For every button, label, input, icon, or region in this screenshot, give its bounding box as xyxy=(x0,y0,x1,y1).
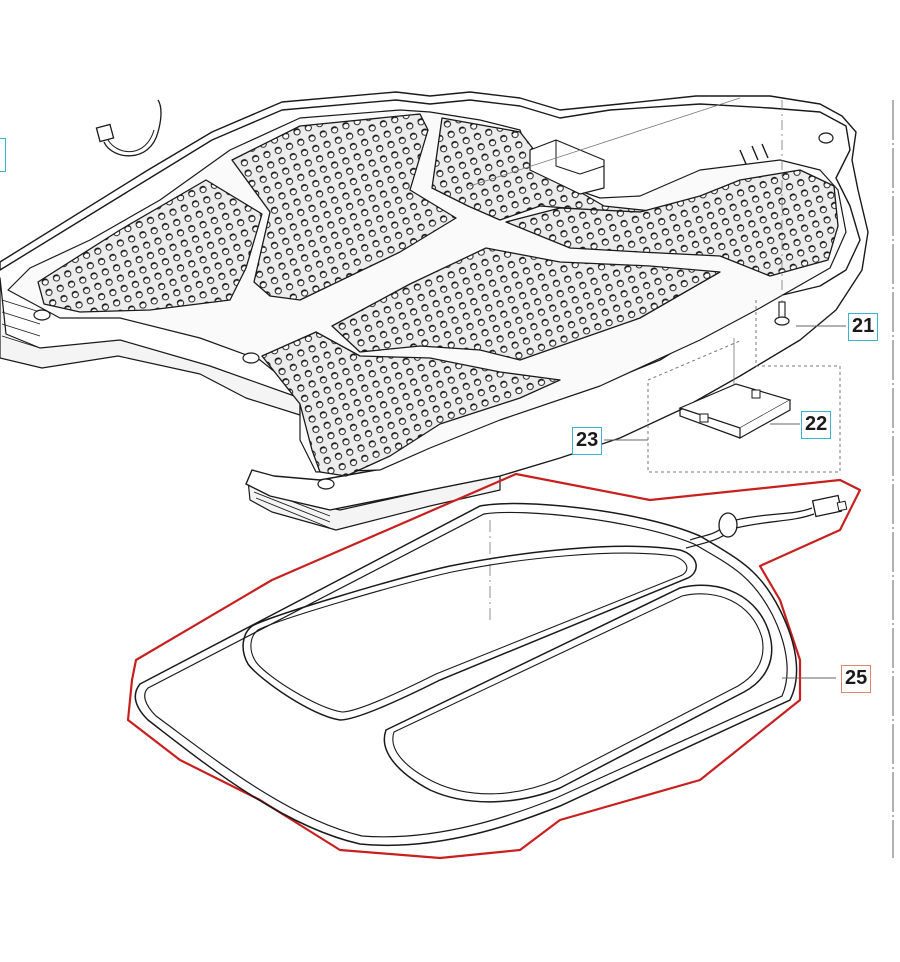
edge-callout-tab xyxy=(0,138,6,172)
perforated-panel-5 xyxy=(331,247,721,361)
grommet xyxy=(718,512,738,538)
wire-connector xyxy=(811,494,843,518)
callout-21[interactable]: 21 xyxy=(848,313,879,341)
screw xyxy=(774,100,846,327)
perforated-panel-2 xyxy=(231,113,457,301)
assembly-group-outline xyxy=(604,300,841,473)
bracket xyxy=(678,338,800,440)
callout-22[interactable]: 22 xyxy=(801,411,832,439)
cover-boss xyxy=(242,352,260,364)
perforated-panel-4 xyxy=(505,169,839,277)
wire-loop-harness xyxy=(126,472,862,860)
cover-boss xyxy=(33,309,51,321)
cover-plate xyxy=(0,91,869,531)
callout-25[interactable]: 25 xyxy=(841,665,872,693)
highlight-outline xyxy=(126,472,862,860)
perforated-panel-1 xyxy=(37,179,263,313)
cover-boss xyxy=(317,478,335,490)
perforated-panel-6 xyxy=(261,331,561,477)
callout-23[interactable]: 23 xyxy=(572,427,603,455)
cover-outline xyxy=(0,91,869,511)
cover-boss xyxy=(818,132,834,144)
cable-connector-top xyxy=(95,99,162,157)
